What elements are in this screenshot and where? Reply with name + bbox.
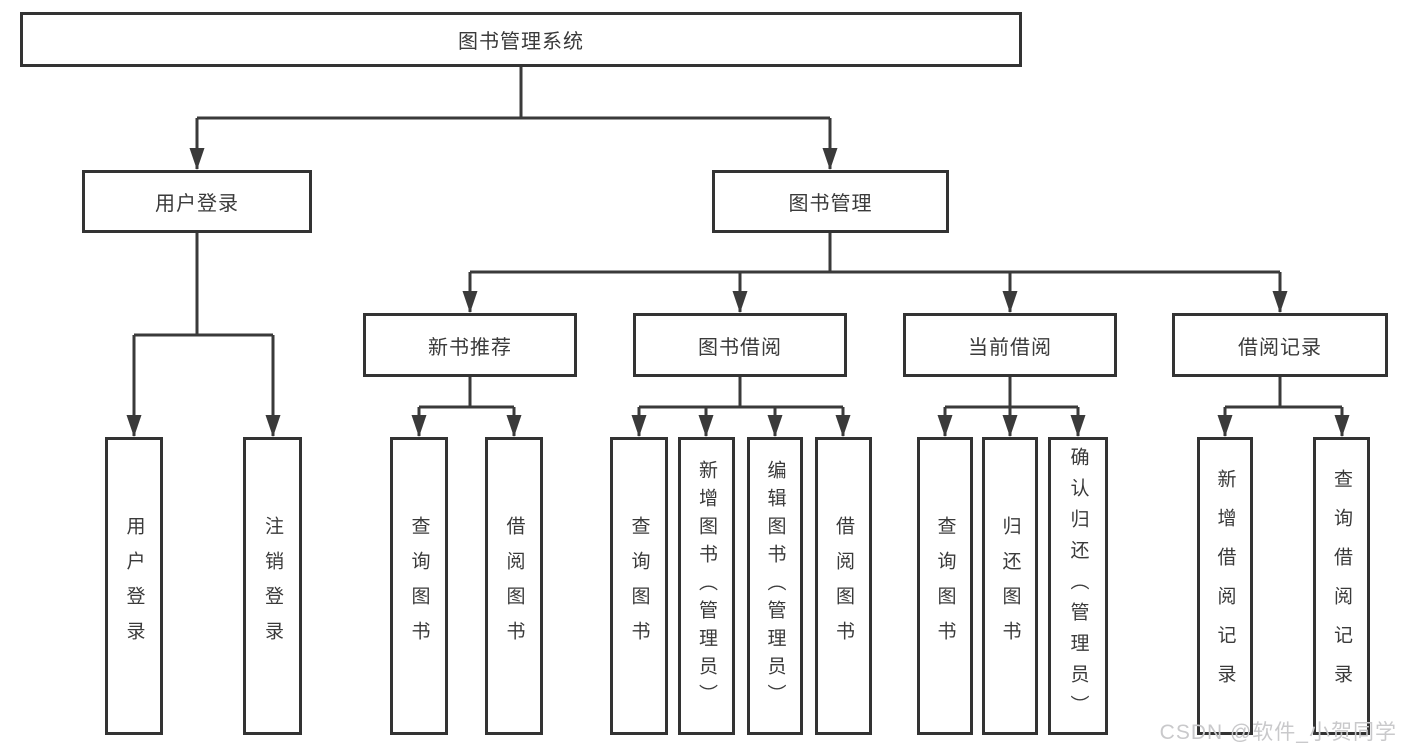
leaf-confirm-return-admin-label: 确认归还（管理员） — [1067, 446, 1089, 726]
leaf-logout-label: 注销登录 — [262, 516, 283, 656]
node-current-borrow-label: 当前借阅 — [968, 336, 1052, 359]
watermark-text: CSDN @软件_小贺同学 — [1159, 721, 1397, 744]
leaf-add-borrow-record: 新增借阅记录 — [1197, 437, 1253, 735]
leaf-return-book: 归还图书 — [982, 437, 1038, 735]
leaf-query-books-3: 查询图书 — [917, 437, 973, 735]
leaf-borrow-books-2: 借阅图书 — [815, 437, 872, 735]
leaf-query-borrow-record-label: 查询借阅记录 — [1331, 469, 1352, 703]
node-root: 图书管理系统 — [20, 12, 1022, 67]
leaf-user-login: 用户登录 — [105, 437, 163, 735]
leaf-query-books-2: 查询图书 — [610, 437, 668, 735]
leaf-add-book-admin-label: 新增图书（管理员） — [696, 460, 717, 712]
leaf-query-books-2-label: 查询图书 — [628, 516, 650, 656]
node-user-login: 用户登录 — [82, 170, 312, 233]
leaf-return-book-label: 归还图书 — [999, 516, 1021, 656]
leaf-borrow-books-2-label: 借阅图书 — [833, 516, 854, 656]
node-book-management-label: 图书管理 — [788, 193, 873, 215]
node-user-login-label: 用户登录 — [155, 193, 239, 215]
leaf-edit-book-admin: 编辑图书（管理员） — [747, 437, 803, 735]
leaf-confirm-return-admin: 确认归还（管理员） — [1048, 437, 1108, 735]
node-book-management: 图书管理 — [712, 170, 949, 233]
leaf-borrow-books-1-label: 借阅图书 — [503, 516, 525, 656]
node-borrow-records: 借阅记录 — [1172, 313, 1388, 377]
leaf-query-books-1: 查询图书 — [390, 437, 448, 735]
leaf-add-book-admin: 新增图书（管理员） — [678, 437, 735, 735]
node-book-borrow: 图书借阅 — [633, 313, 847, 377]
leaf-query-books-1-label: 查询图书 — [408, 516, 430, 656]
leaf-user-login-label: 用户登录 — [123, 516, 145, 656]
node-new-book-recommend: 新书推荐 — [363, 313, 577, 377]
node-new-book-recommend-label: 新书推荐 — [428, 336, 512, 359]
leaf-logout: 注销登录 — [243, 437, 302, 735]
leaf-edit-book-admin-label: 编辑图书（管理员） — [764, 460, 786, 712]
node-current-borrow: 当前借阅 — [903, 313, 1117, 377]
leaf-add-borrow-record-label: 新增借阅记录 — [1214, 469, 1236, 703]
leaf-query-borrow-record: 查询借阅记录 — [1313, 437, 1370, 735]
node-root-label: 图书管理系统 — [458, 31, 584, 53]
node-book-borrow-label: 图书借阅 — [698, 336, 782, 359]
leaf-borrow-books-1: 借阅图书 — [485, 437, 543, 735]
node-borrow-records-label: 借阅记录 — [1238, 336, 1322, 359]
leaf-query-books-3-label: 查询图书 — [934, 516, 956, 656]
